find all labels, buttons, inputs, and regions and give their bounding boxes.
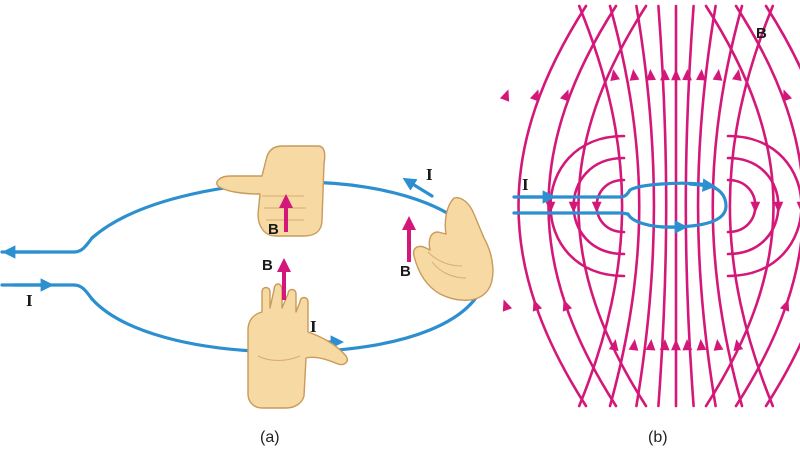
label-b-top-hand: B [268,221,279,238]
lead-wire-upper [0,236,94,254]
panel-a-field-arrows [277,194,416,300]
field-line-inner [684,4,695,408]
field-arrow-side-right [796,201,800,210]
field-arrow-inner-top [629,69,640,81]
field-arrow-side-left [568,201,579,213]
field-arrow-outer [559,89,570,102]
field-arrow-inner-top [712,69,723,81]
field-arrow-inner-bottom [696,339,707,351]
hand-right [412,197,494,301]
lead-wire-lower [0,283,94,301]
field-arrow-inner-top [646,69,656,81]
field-arrow-inner-bottom [713,339,724,351]
field-line-outer [517,4,588,408]
field-arrow-inner-bottom [645,339,656,351]
label-i-right: I [426,165,433,184]
field-arrow-inner-top [732,69,742,81]
current-arrow-right [402,177,434,198]
panel-a: B B B I I I (a) [0,145,494,446]
field-arrow-top-hand-head [279,194,293,208]
field-line-inner [635,4,656,408]
field-arrow-inner-bottom [733,339,744,351]
panel-b-label-b: B [756,25,767,42]
field-line-side-left [595,178,626,234]
field-arrow-inner-bottom [671,339,681,351]
label-i-bottom: I [310,317,317,336]
field-line-side-right [726,134,800,278]
caption-a: (a) [260,429,280,446]
field-arrow-inner-top [610,69,620,81]
field-line-outer [734,4,800,408]
field-arrow-right-hand-head [402,216,416,230]
caption-b: (b) [648,429,668,446]
panel-b-label-i: I [522,175,529,194]
label-i-left-lead: I [26,291,33,310]
field-line-inner [577,4,624,408]
hand-bottom [247,283,348,409]
field-arrow-inner-top [682,69,692,81]
field-arrow-inner-top [696,69,706,81]
panel-b-lead-upper [512,188,632,199]
magnetic-field-lines [499,4,800,408]
panel-b-loop [626,181,728,229]
field-arrow-inner-bottom [608,339,619,351]
field-arrow-inner-bottom [628,339,639,351]
field-arrow-side-left [591,201,602,213]
panel-b-loop-arrow-top [688,178,717,192]
field-line-side-left [549,134,626,278]
field-arrow-outer [502,299,513,312]
field-arrow-outer [499,89,510,102]
field-arrow-outer [782,89,793,102]
label-b-right-hand: B [400,263,411,280]
field-line-inner [657,4,668,408]
panel-b-lead-lower [512,211,630,216]
field-line-side-right [726,178,757,234]
field-arrow-center-head [277,258,291,272]
field-arrow-side-right [750,201,761,213]
field-line-outer [577,4,648,408]
field-line-outer [764,4,800,408]
field-arrow-side-left [545,201,556,213]
field-arrow-inner-bottom [659,339,670,351]
field-line-inner [728,4,775,408]
field-arrow-inner-top [671,69,681,81]
field-line-outer [704,4,775,408]
label-b-center: B [262,257,273,274]
field-line-inner [608,4,641,408]
field-arrow-inner-top [660,69,670,81]
field-line-outer [547,4,618,408]
field-arrow-inner-bottom [682,339,693,351]
field-line-inner [711,4,744,408]
field-arrow-side-right [773,201,784,213]
panel-b: I B (b) [499,4,800,446]
field-arrow-outer [529,89,540,102]
field-line-inner [696,4,717,408]
